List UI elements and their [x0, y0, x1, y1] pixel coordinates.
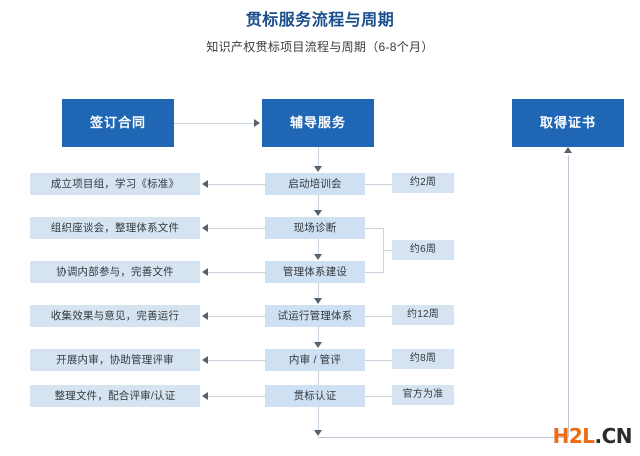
duration-box-row-6: 官方为准 [392, 385, 454, 405]
bracket-stem [383, 250, 392, 251]
arrowhead-row-2-left-icon [202, 224, 208, 232]
arrowhead-row-5-left-icon [202, 356, 208, 364]
arrowhead-certificate-up-icon [564, 147, 572, 153]
connector-right-riser [568, 155, 569, 437]
arrowhead-row-4-to-5-icon [314, 342, 322, 348]
arrowhead-row-1-left-icon [202, 180, 208, 188]
arrowhead-row-6-left-icon [202, 392, 208, 400]
arrowhead-row-3-left-icon [202, 268, 208, 276]
task-box-row-1[interactable]: 成立项目组，学习《标准》 [30, 173, 200, 195]
arrowhead-guidance-down-icon [314, 166, 322, 172]
connector-row-4-duration [365, 316, 392, 317]
watermark: H2L.CN [552, 424, 633, 448]
connector-row-6-left [208, 396, 265, 397]
page-subtitle: 知识产权贯标项目流程与周期（6-8个月） [206, 40, 434, 54]
stage-box-row-6[interactable]: 贯标认证 [265, 385, 365, 407]
task-box-row-6[interactable]: 整理文件，配合评审/认证 [30, 385, 200, 407]
connector-guidance-down [318, 147, 319, 168]
connector-row-5-to-6 [318, 371, 319, 388]
task-box-row-4[interactable]: 收集效果与意见，完善运行 [30, 305, 200, 327]
connector-row-1-duration [365, 184, 392, 185]
connector-row-6-duration [365, 396, 392, 397]
duration-box-row-4: 约12周 [392, 305, 454, 325]
arrowhead-row-1-to-2-icon [314, 210, 322, 216]
stage-box-row-4[interactable]: 试运行管理体系 [265, 305, 365, 327]
arrowhead-certification-down-icon [314, 430, 322, 436]
connector-row-5-left [208, 360, 265, 361]
watermark-tld: .CN [594, 424, 632, 448]
task-box-row-5[interactable]: 开展内审，协助管理评审 [30, 349, 200, 371]
connector-row-3-left [208, 272, 265, 273]
connector-row-5-duration [365, 360, 392, 361]
watermark-brand: H2L [552, 424, 595, 448]
phase-box-guidance-service[interactable]: 辅导服务 [262, 99, 374, 147]
connector-row-4-left [208, 316, 265, 317]
connector-row-1-left [208, 184, 265, 185]
connector-certification-down [318, 407, 319, 432]
stage-box-row-2[interactable]: 现场诊断 [265, 217, 365, 239]
stage-box-row-5[interactable]: 内审 / 管评 [265, 349, 365, 371]
connector-contract-to-guidance [174, 123, 254, 124]
bracket-bottom-arm [365, 272, 383, 273]
connector-row-1-to-2 [318, 195, 319, 212]
arrowhead-row-4-left-icon [202, 312, 208, 320]
phase-box-obtain-certificate[interactable]: 取得证书 [512, 99, 624, 147]
duration-box-row-5: 约8周 [392, 349, 454, 369]
arrowhead-row-2-to-3-icon [314, 254, 322, 260]
arrowhead-row-3-to-4-icon [314, 298, 322, 304]
stage-box-row-3[interactable]: 管理体系建设 [265, 261, 365, 283]
connector-row-3-to-4 [318, 283, 319, 300]
connector-row-2-left [208, 228, 265, 229]
page-title: 贯标服务流程与周期 [245, 12, 395, 29]
bracket-top-arm [365, 228, 383, 229]
connector-row-4-to-5 [318, 327, 319, 344]
connector-bottom-run [318, 437, 568, 438]
duration-box-row-1: 约2周 [392, 173, 454, 193]
arrowhead-contract-to-guidance-icon [254, 119, 260, 127]
stage-box-row-1[interactable]: 启动培训会 [265, 173, 365, 195]
task-box-row-2[interactable]: 组织座谈会，整理体系文件 [30, 217, 200, 239]
connector-row-2-to-3 [318, 239, 319, 256]
task-box-row-3[interactable]: 协调内部参与，完善文件 [30, 261, 200, 283]
duration-box-rows-2-3: 约6周 [392, 240, 454, 260]
phase-box-sign-contract[interactable]: 签订合同 [62, 99, 174, 147]
